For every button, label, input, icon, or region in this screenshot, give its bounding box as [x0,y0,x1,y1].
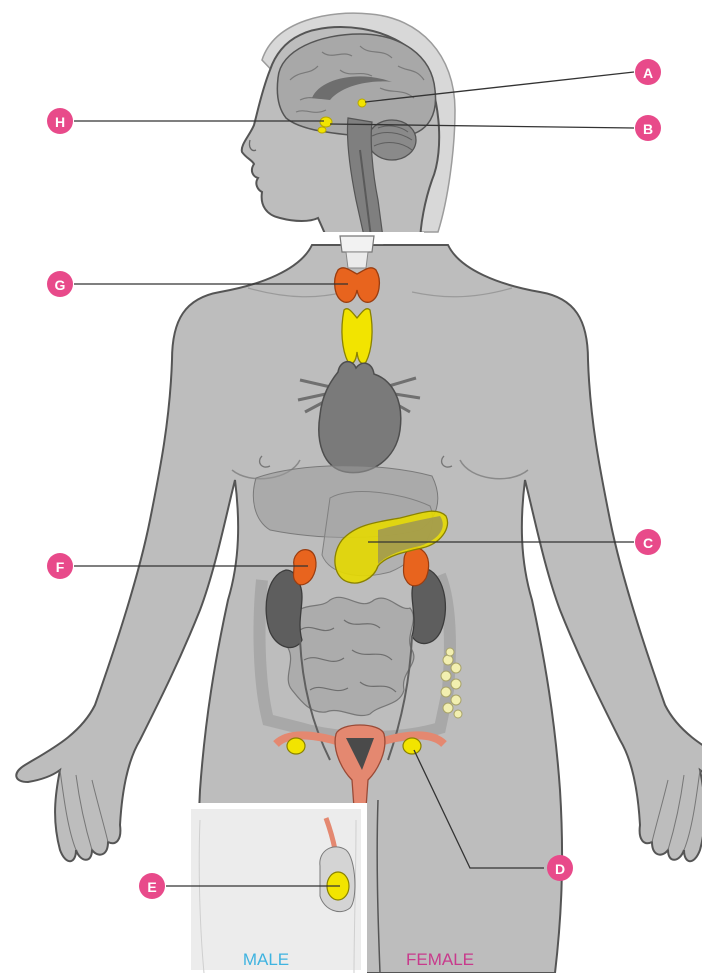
ovary-right [403,738,421,754]
pituitary-gland [320,117,332,127]
marker-c[interactable]: C [635,529,661,555]
small-intestine [286,597,414,715]
adrenal-gland-right [404,548,429,586]
marker-f[interactable]: F [47,553,73,579]
pineal-gland [358,99,366,107]
male-inset [188,806,364,973]
larynx [340,236,374,252]
marker-d[interactable]: D [547,855,573,881]
marker-e[interactable]: E [139,873,165,899]
marker-g-letter: G [55,277,66,293]
marker-a-letter: A [643,65,653,81]
head [242,13,455,245]
marker-a[interactable]: A [635,59,661,85]
marker-g[interactable]: G [47,271,73,297]
marker-h-letter: H [55,114,65,130]
hypothalamus [318,127,326,133]
male-caption: MALE [243,950,289,969]
female-caption: FEMALE [406,950,474,969]
marker-c-letter: C [643,535,653,551]
marker-e-letter: E [147,879,156,895]
marker-f-letter: F [56,559,65,575]
marker-b[interactable]: B [635,115,661,141]
marker-h[interactable]: H [47,108,73,134]
trachea [346,252,368,268]
ovary-left [287,738,305,754]
marker-d-letter: D [555,861,565,877]
marker-b-letter: B [643,121,653,137]
